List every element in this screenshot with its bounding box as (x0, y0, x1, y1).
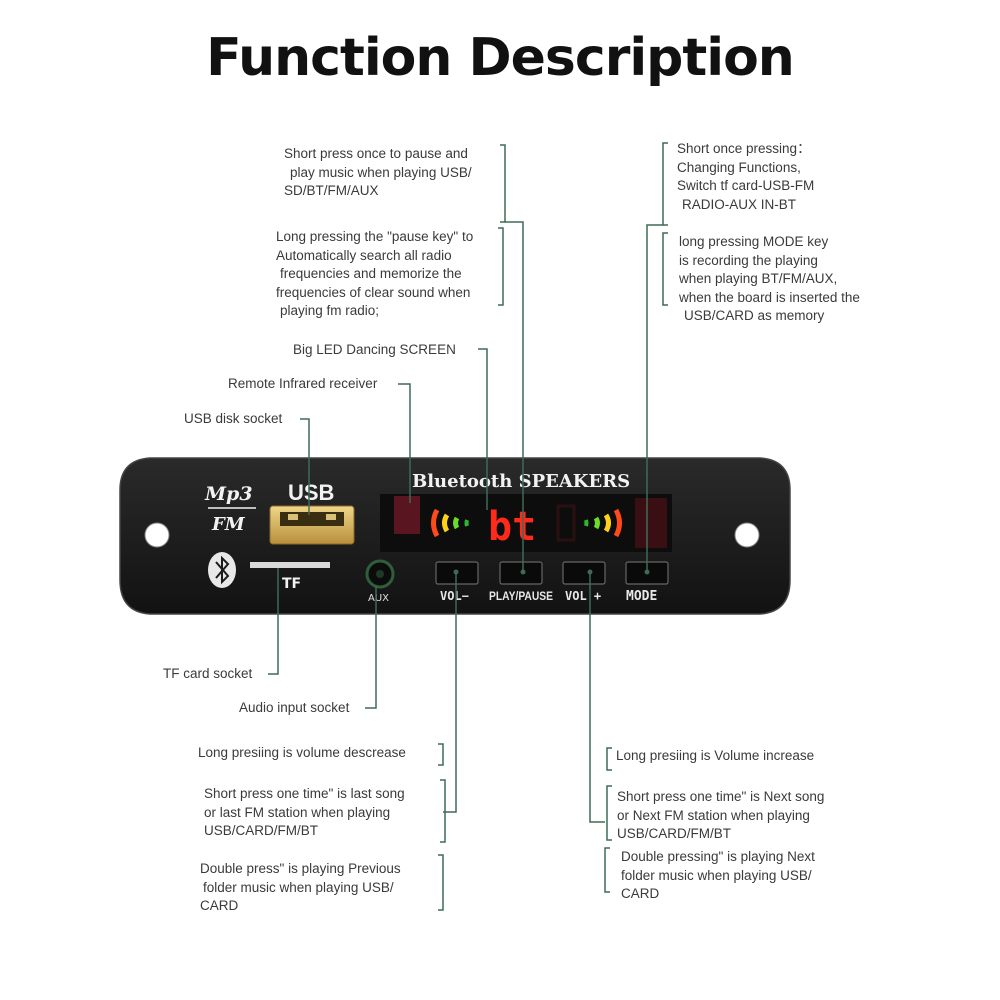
leader-lines (268, 142, 668, 911)
bluetooth-speakers-banner: Bluetooth SPEAKERS (412, 471, 630, 492)
audio-socket-label: Audio input socket (239, 700, 350, 715)
vol-down-short-press-text: Short press one time" is last song or la… (204, 786, 405, 838)
tf-slot (250, 562, 330, 568)
vol-up-leader (589, 572, 605, 823)
mp3-logo-text: Mp3 (204, 483, 253, 505)
tf-socket-label: TF card socket (163, 666, 253, 681)
vol-up-short-press-text: Short press one time" is Next song or Ne… (617, 789, 825, 841)
vol-down-bracket (438, 743, 444, 766)
vol-up-bracket (606, 747, 612, 771)
screen-leader (478, 348, 488, 510)
tf-board-label: TF (282, 576, 301, 592)
audio-leader (365, 586, 377, 709)
tf-leader (268, 568, 279, 675)
vol-up-button-label: VOL + (565, 589, 601, 603)
page-title: Function Description (206, 28, 795, 88)
vol-up-double-press-text: Double pressing" is playing Next folder … (621, 849, 815, 901)
play-pause-bracket (500, 144, 506, 223)
spectrum-left (431, 508, 469, 538)
screen-label: Big LED Dancing SCREEN (293, 342, 456, 357)
fm-logo-text: FM (211, 514, 246, 535)
vol-up-long-press-text: Long presiing is Volume increase (616, 748, 815, 763)
mode-leader (646, 224, 663, 572)
play-pause-short-press-text: Short press once to pause and play music… (284, 146, 472, 198)
play-pause-button-label: PLAY/PAUSE (489, 589, 553, 603)
usb-socket-label: USB disk socket (184, 411, 283, 426)
vol-down-long-press-text: Long presiing is volume descrease (198, 745, 406, 760)
vol-down-double-press-text: Double press" is playing Previous folder… (200, 861, 401, 913)
aux-board-label: AUX (368, 593, 389, 604)
ir-receiver (394, 496, 420, 534)
led-screen (380, 494, 672, 552)
play-pause-long-press-text: Long pressing the "pause key" to Automat… (276, 229, 474, 318)
vol-down-leader (443, 572, 457, 813)
mode-long-press-text: long pressing MODE key is recording the … (679, 234, 860, 323)
vol-down-button-label: VOL− (440, 589, 469, 603)
led-display-digits: bt (488, 504, 536, 550)
mounting-hole-left (144, 522, 170, 548)
mode-short-press-text: Short once pressing： Changing Functions,… (677, 141, 815, 212)
infrared-leader (398, 383, 411, 503)
mounting-hole-right (734, 522, 760, 548)
usb-board-label: USB (288, 480, 334, 505)
spectrum-right (584, 508, 622, 538)
mode-button-label: MODE (626, 589, 657, 604)
play-pause-leader (505, 221, 524, 572)
vol-up-button[interactable] (562, 561, 606, 585)
usb-leader (300, 418, 310, 515)
mode-bracket (662, 142, 668, 226)
infrared-label: Remote Infrared receiver (228, 376, 378, 391)
